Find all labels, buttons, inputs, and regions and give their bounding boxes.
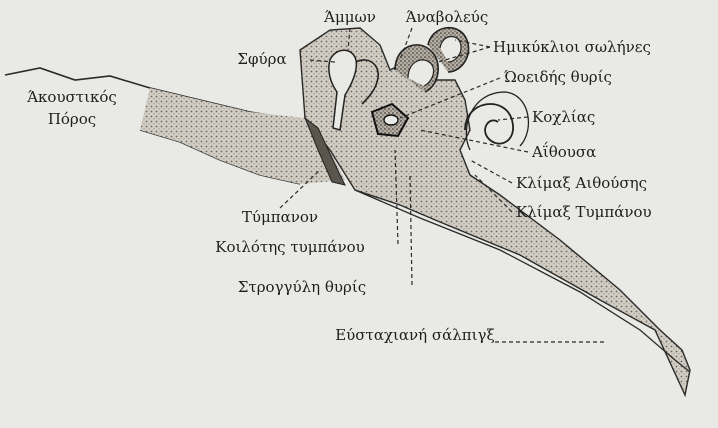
label-sfyra: Σφύρα — [237, 50, 286, 68]
label-scala-tympani: Κλίμαξ Τυμπάνου — [516, 203, 652, 221]
label-eustachian-tube: Εύσταχιανή σάλπιγξ — [335, 326, 495, 344]
label-auditory-canal-line2: Πόρος — [48, 110, 96, 128]
stapes-footplate — [384, 115, 398, 125]
label-scala-vestibuli: Κλίμαξ Αιθούσης — [516, 174, 647, 192]
label-auditory-canal-line1: Άκουστικός — [26, 88, 117, 106]
label-semicircular-canals: Ημικύκλιοι σωλήνες — [493, 38, 651, 56]
label-tympanon: Τύμπανον — [242, 208, 318, 226]
label-anavoleus: Άναβολεύς — [405, 8, 489, 26]
label-tympanic-cavity: Κοιλότης τυμπάνου — [215, 238, 365, 256]
label-oval-window: Ώοειδής θυρίς — [504, 68, 612, 86]
label-round-window: Στρογγύλη θυρίς — [238, 278, 366, 296]
label-cochlea: Κοχλίας — [532, 108, 595, 126]
label-ammon: Άμμων — [323, 8, 376, 26]
cochlea-shape — [465, 92, 528, 150]
label-aithousa: Αΐθουσα — [531, 141, 596, 161]
